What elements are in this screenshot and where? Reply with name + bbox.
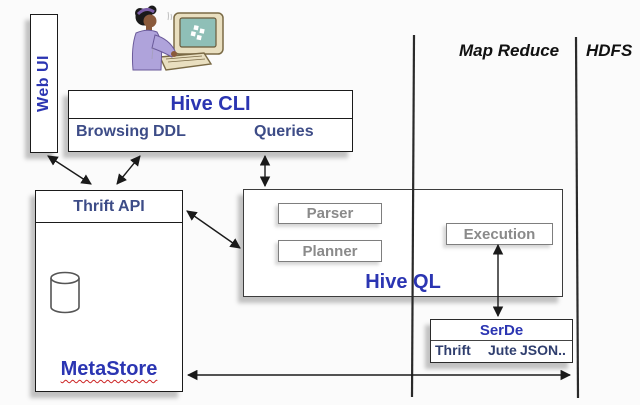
serde-format-row: Thrift Jute JSON.. (431, 341, 572, 361)
serde-format-thrift: Thrift (435, 342, 471, 358)
metastore-box: Thrift API MetaStore (35, 190, 183, 392)
person-at-computer-icon (131, 5, 224, 71)
serde-box: SerDe Thrift Jute JSON.. (430, 319, 573, 363)
hive-cli-title: Hive CLI (69, 91, 352, 119)
hive-cli-box: Hive CLI Browsing DDL Queries (68, 90, 353, 152)
parser-box: Parser (278, 203, 382, 224)
arrow-cli-thrift (116, 155, 141, 185)
boundary-line-hdfs (574, 36, 580, 399)
web-ui-box: Web UI (30, 14, 58, 153)
hiveql-label: Hive QL (365, 271, 441, 293)
web-ui-label: Web UI (35, 55, 52, 112)
thrift-api-header: Thrift API (36, 191, 182, 223)
hdfs-region-label: HDFS (586, 41, 633, 60)
hiveql-box: Parser Planner Execution Hive QL (243, 189, 563, 297)
planner-box: Planner (278, 240, 382, 262)
tab-queries: Queries (254, 123, 314, 140)
tab-ddl: DDL (153, 123, 186, 140)
mapreduce-region-label: Map Reduce (459, 41, 560, 60)
metastore-label: MetaStore (60, 358, 158, 380)
serde-title: SerDe (431, 320, 572, 341)
arrow-webui-thrift (47, 155, 92, 185)
tab-browsing: Browsing (76, 123, 149, 140)
serde-format-jute: Jute (488, 342, 517, 358)
execution-box: Execution (446, 223, 553, 245)
hive-cli-tab-row: Browsing DDL Queries (69, 119, 352, 150)
arrow-thrift-hiveql (186, 210, 241, 249)
database-cylinder-icon (49, 271, 81, 320)
person-at-computer-illustration (116, 2, 232, 80)
serde-format-json: JSON.. (520, 342, 566, 358)
